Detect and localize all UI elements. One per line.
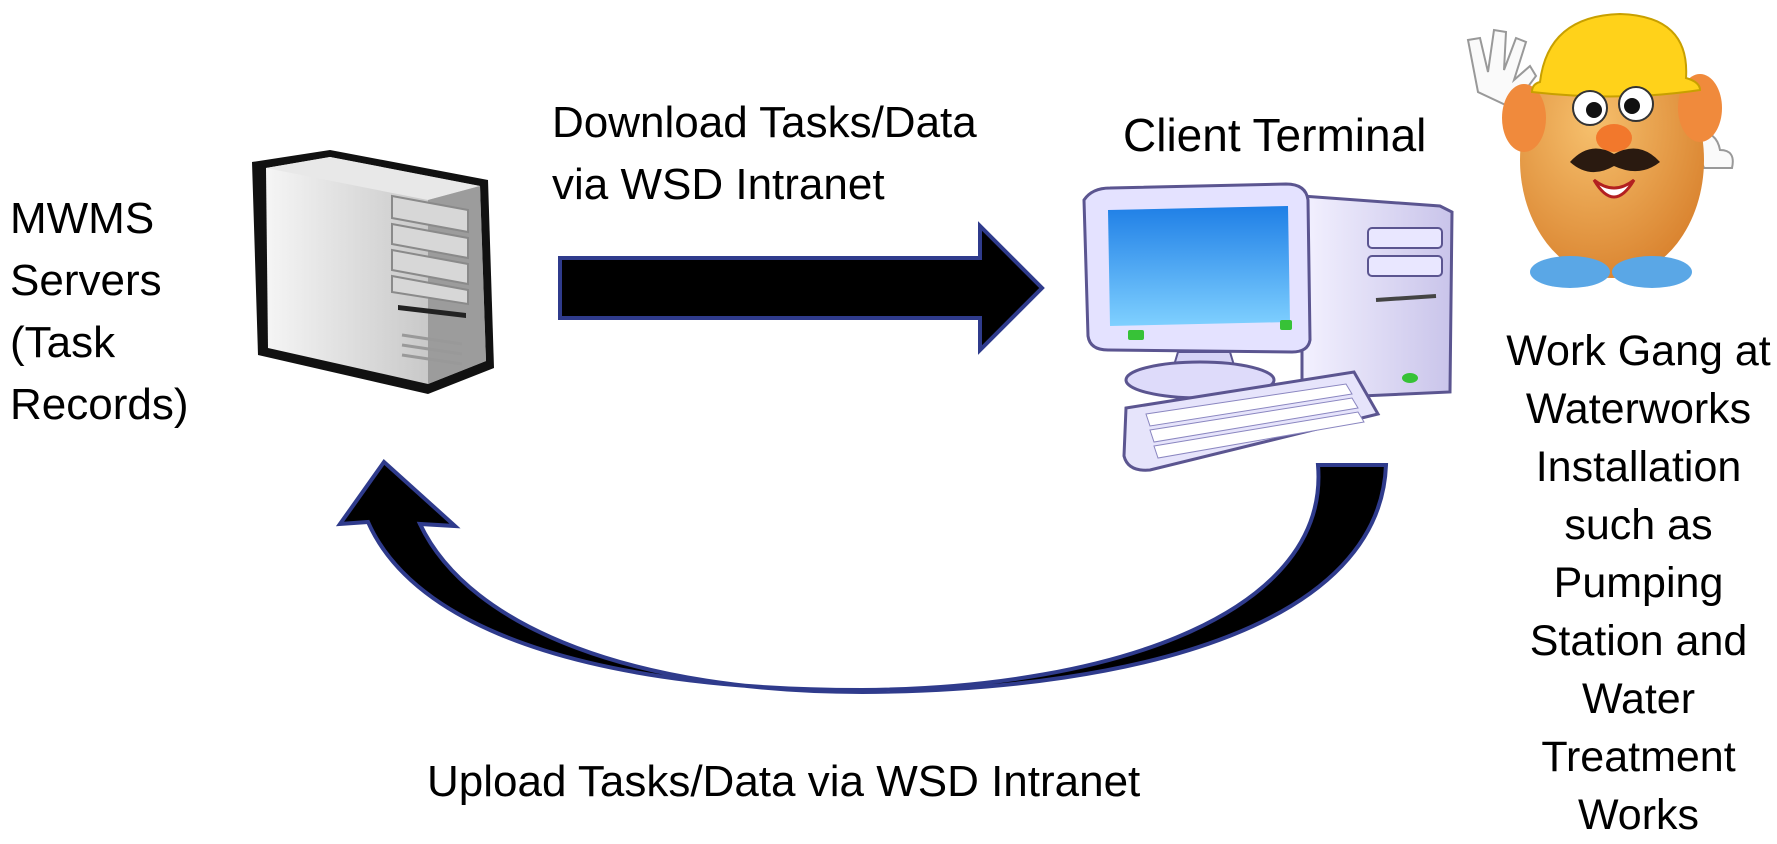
work-gang-label: Work Gang at Waterworks Installation suc… (1506, 327, 1771, 839)
server-label: MWMS Servers (Task Records) (10, 194, 189, 429)
client-terminal-label: Client Terminal (1123, 109, 1427, 161)
desktop-computer-icon (1082, 182, 1454, 472)
server-tower-icon (252, 150, 494, 394)
download-arrow (558, 221, 1045, 355)
potato-head-worker-icon (1466, 12, 1734, 288)
download-label: Download Tasks/Data via WSD Intranet (552, 98, 977, 209)
upload-label: Upload Tasks/Data via WSD Intranet (427, 757, 1141, 806)
upload-arrow (335, 459, 1389, 695)
